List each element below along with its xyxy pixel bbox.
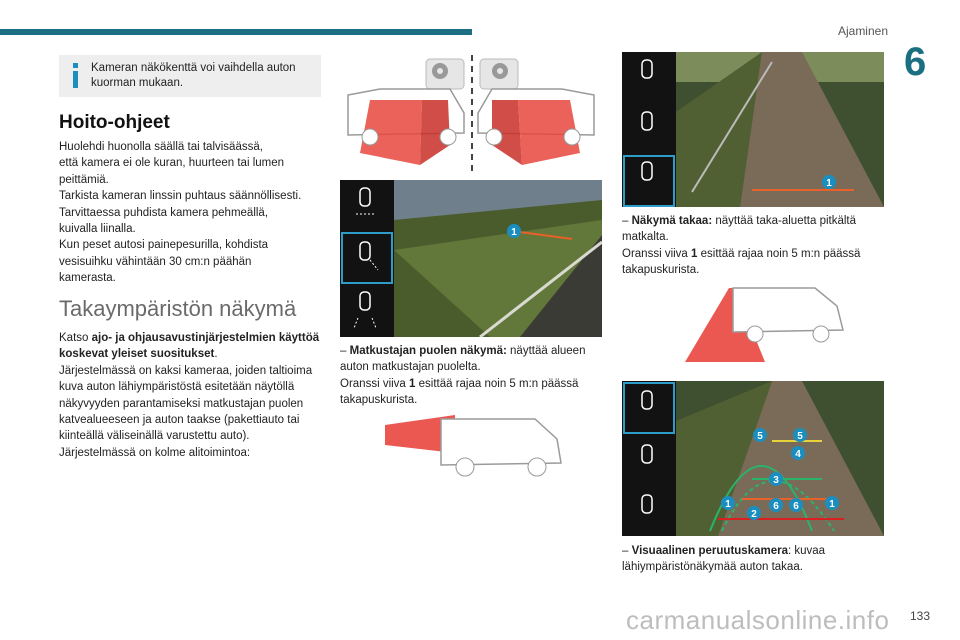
- recommendations-link: ajo- ja ohjausavustinjärjestelmien käytt…: [59, 332, 320, 361]
- section-title: Ajaminen: [837, 24, 888, 38]
- svg-text:1: 1: [725, 499, 731, 510]
- caption-rear-view: – Näkymä takaa: näyttää taka-aluetta pit…: [622, 215, 861, 277]
- svg-text:6: 6: [793, 501, 799, 512]
- header-accent-bar: [0, 29, 472, 35]
- svg-text:3: 3: [773, 475, 779, 486]
- orange-boundary-line: [519, 231, 573, 240]
- svg-text:1: 1: [829, 499, 835, 510]
- svg-text:2: 2: [751, 509, 757, 520]
- side-coverage-diagram: [385, 413, 565, 481]
- side-camera-view: 1: [340, 180, 602, 337]
- svg-text:1: 1: [826, 178, 832, 189]
- page-number: 133: [909, 609, 930, 623]
- info-box: Kameran näkökenttä voi vaihdella auton k…: [59, 55, 321, 97]
- markers: 5 5 4 3 1 1 6 6 2: [721, 428, 839, 520]
- svg-text:5: 5: [757, 431, 763, 442]
- marker-1: [822, 175, 836, 189]
- camera-coverage-diagram: [340, 55, 600, 175]
- rear-coverage-diagram: [665, 284, 847, 362]
- care-heading: Hoito-ohjeet: [59, 112, 170, 133]
- caption-side-view: – Matkustajan puolen näkymä: näyttää alu…: [340, 345, 586, 407]
- reversing-camera-view: 5 5 4 3 1 1 6 6 2: [622, 381, 884, 536]
- svg-text:6: 6: [773, 501, 779, 512]
- marker-1: [507, 224, 521, 238]
- rear-camera-view: 1: [622, 52, 884, 207]
- info-icon: [71, 63, 80, 89]
- watermark: carmanualsonline.info: [626, 605, 890, 635]
- svg-text:4: 4: [795, 449, 801, 460]
- chapter-number: 6: [904, 40, 927, 84]
- surround-text: Katso ajo- ja ohjausavustinjärjestelmien…: [59, 332, 320, 459]
- caption-reversing-camera: – Visuaalinen peruutuskamera: kuvaa lähi…: [622, 545, 826, 574]
- svg-text:1: 1: [511, 227, 517, 238]
- surround-heading: Takaympäristön näkymä: [59, 296, 297, 321]
- care-text: Huolehdi huonolla säällä tai talvisäässä…: [59, 141, 302, 285]
- info-text: Kameran näkökenttä voi vaihdella auton k…: [91, 62, 296, 89]
- svg-text:5: 5: [797, 431, 803, 442]
